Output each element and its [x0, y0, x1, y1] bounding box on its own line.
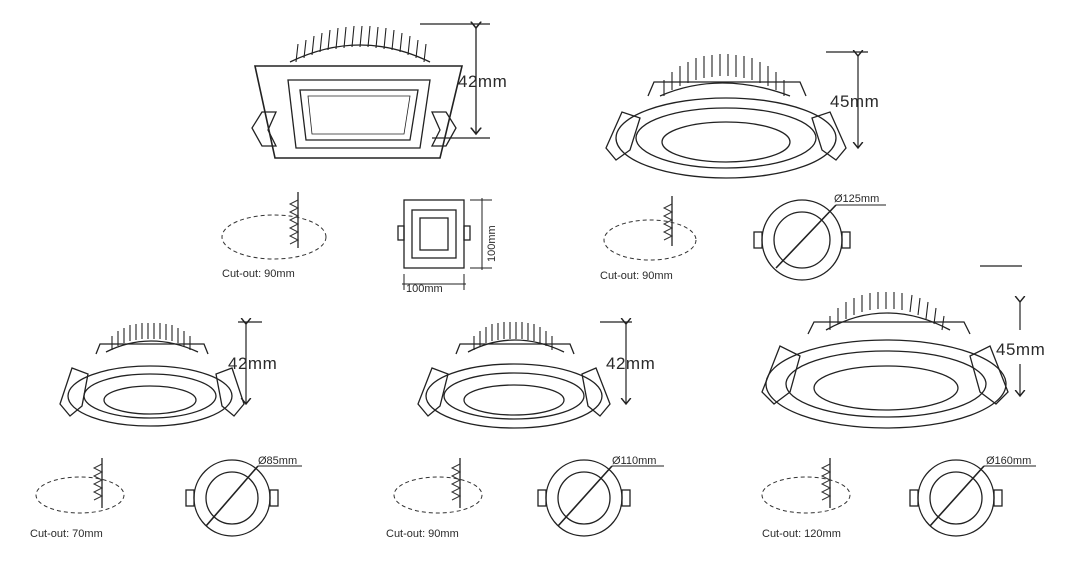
round-125-height-label: 45mm [830, 92, 880, 111]
round-160-height-label: 45mm [996, 340, 1046, 359]
round-125-top-view [753, 199, 886, 281]
round-110-top-view [537, 459, 664, 537]
round-160-diameter-label: Ø160mm [986, 455, 1032, 467]
square-width-label: 100mm [406, 283, 443, 295]
round-85-cutout-label: Cut-out: 70mm [30, 528, 103, 540]
round-110-cutout-label: Cut-out: 90mm [386, 528, 459, 540]
square-height-label: 42mm [458, 72, 508, 91]
round-110-diameter-label: Ø110mm [612, 455, 657, 467]
round-160-cutout-icon [761, 458, 851, 514]
square-downlight-drawing [251, 25, 464, 159]
round-110-cutout-icon [393, 458, 483, 514]
round-110-height-label: 42mm [606, 354, 656, 373]
round-160-cutout-label: Cut-out: 120mm [762, 528, 841, 540]
round-85-cutout-icon [35, 458, 125, 514]
round-125-downlight-drawing [605, 54, 847, 179]
round-85-height-dimension [238, 322, 262, 404]
square-depth-label: 100mm [486, 225, 498, 262]
round-125-cutout-label: Cut-out: 90mm [600, 270, 673, 282]
round-125-height-dimension [826, 52, 868, 148]
square-top-view [397, 198, 492, 290]
round-110-height-dimension [600, 322, 632, 404]
square-cutout-icon [221, 192, 327, 260]
round-125-cutout-icon [603, 196, 697, 261]
round-85-diameter-label: Ø85mm [258, 455, 298, 467]
round-85-top-view [185, 459, 302, 537]
square-cutout-label: Cut-out: 90mm [222, 268, 295, 280]
round-160-top-view [909, 459, 1036, 537]
round-160-downlight-drawing [761, 292, 1009, 429]
round-85-downlight-drawing [59, 323, 245, 427]
round-110-downlight-drawing [417, 322, 611, 429]
round-125-diameter-label: Ø125mm [834, 193, 880, 205]
round-85-height-label: 42mm [228, 354, 278, 373]
square-height-dimension [420, 24, 490, 139]
